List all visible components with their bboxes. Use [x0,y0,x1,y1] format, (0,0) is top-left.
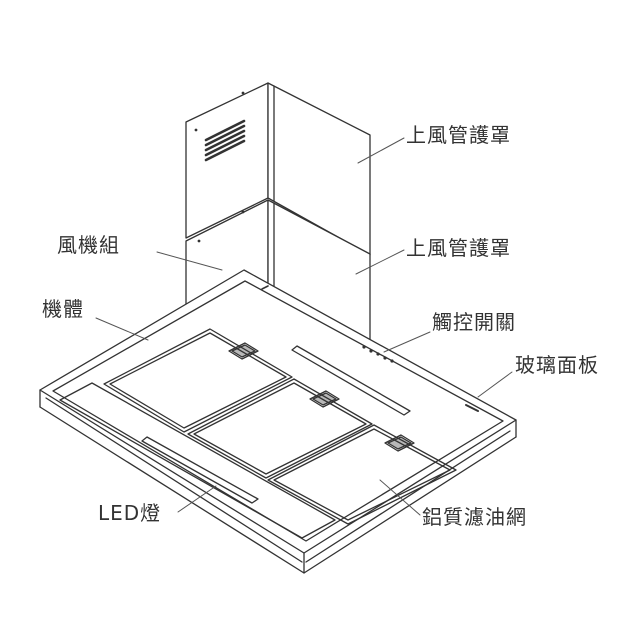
leader-glass-panel [477,371,513,398]
leader-touch-control [383,331,431,353]
leader-fan-unit [156,251,223,271]
upper-duct-cover-top-part [185,82,371,256]
leader-hood-body [95,317,149,341]
led-light-part [141,345,411,504]
label-upper-duct-cover-top: 上風管護罩 [406,123,511,147]
label-touch-control: 觸控開關 [432,310,516,334]
label-hood-body: 機體 [42,297,84,321]
leader-upper-duct-mid [355,249,405,275]
label-glass-panel: 玻璃面板 [515,353,599,377]
touch-control-part [362,345,394,363]
leader-grease-filter [379,479,421,516]
glass-panel-part [59,382,479,539]
hood-body-part [39,269,517,574]
vent-grille-icon [204,119,246,162]
leader-upper-duct-top [357,137,405,164]
leader-led-light [177,485,217,513]
label-led-light: LED燈 [98,501,162,525]
label-upper-duct-cover-mid: 上風管護罩 [406,236,511,260]
grease-filter-part [103,328,457,525]
label-grease-filter: 鋁質濾油網 [422,505,527,529]
leader-lines [95,137,513,516]
label-fan-unit: 風機組 [57,233,120,257]
